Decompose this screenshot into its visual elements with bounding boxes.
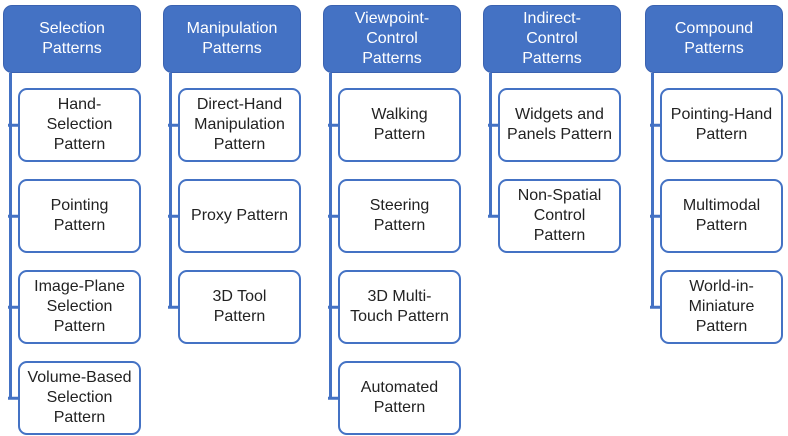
pattern-box: Non-Spatial Control Pattern xyxy=(498,179,621,253)
pattern-label: Non-Spatial Control Pattern xyxy=(517,187,602,244)
pattern-label: Image-Plane Selection Pattern xyxy=(34,278,125,335)
category-header-box: Manipulation Patterns xyxy=(163,5,301,73)
pattern-box: Pointing-Hand Pattern xyxy=(660,88,783,162)
pattern-children-group: Direct-Hand Manipulation Pattern Proxy P… xyxy=(178,73,301,344)
pattern-box: Steering Pattern xyxy=(338,179,461,253)
category-header-box: Indirect- Control Patterns xyxy=(483,5,621,73)
pattern-children-group: Pointing-Hand Pattern Multimodal Pattern… xyxy=(660,73,783,344)
connector-line xyxy=(169,73,172,307)
connector-line xyxy=(9,73,12,398)
pattern-category-column: Viewpoint- Control Patterns Walking Patt… xyxy=(323,0,461,436)
connector-line xyxy=(651,73,654,307)
pattern-label: Automated Pattern xyxy=(360,379,439,416)
pattern-box: Direct-Hand Manipulation Pattern xyxy=(178,88,301,162)
pattern-label: Volume-Based Selection Pattern xyxy=(27,369,132,426)
connector-line xyxy=(329,73,332,398)
category-header-label: Indirect- Control Patterns xyxy=(522,10,582,67)
pattern-label: Steering Pattern xyxy=(369,197,430,234)
pattern-category-column: Indirect- Control Patterns Widgets and P… xyxy=(483,0,621,270)
pattern-label: Walking Pattern xyxy=(371,106,428,143)
pattern-box: Walking Pattern xyxy=(338,88,461,162)
pattern-box: World-in- Miniature Pattern xyxy=(660,270,783,344)
pattern-label: Pointing-Hand Pattern xyxy=(670,106,773,143)
category-header-label: Compound Patterns xyxy=(674,20,754,57)
connector-line xyxy=(489,73,492,216)
category-header-box: Compound Patterns xyxy=(645,5,783,73)
pattern-label: Direct-Hand Manipulation Pattern xyxy=(194,96,285,153)
category-header-box: Viewpoint- Control Patterns xyxy=(323,5,461,73)
category-header-label: Viewpoint- Control Patterns xyxy=(354,10,430,67)
pattern-box: 3D Multi- Touch Pattern xyxy=(338,270,461,344)
pattern-category-column: Manipulation Patterns Direct-Hand Manipu… xyxy=(163,0,301,361)
pattern-box: Proxy Pattern xyxy=(178,179,301,253)
pattern-box: Hand- Selection Pattern xyxy=(18,88,141,162)
pattern-box: Pointing Pattern xyxy=(18,179,141,253)
pattern-box: Widgets and Panels Pattern xyxy=(498,88,621,162)
pattern-children-group: Walking Pattern Steering Pattern 3D Mult… xyxy=(338,73,461,435)
pattern-box: 3D Tool Pattern xyxy=(178,270,301,344)
pattern-label: 3D Multi- Touch Pattern xyxy=(350,288,449,325)
category-header-label: Manipulation Patterns xyxy=(186,20,278,57)
pattern-box: Automated Pattern xyxy=(338,361,461,435)
pattern-label: Hand- Selection Pattern xyxy=(46,96,113,153)
pattern-children-group: Hand- Selection Pattern Pointing Pattern… xyxy=(18,73,141,435)
pattern-category-column: Compound Patterns Pointing-Hand Pattern … xyxy=(645,0,783,361)
pattern-box: Image-Plane Selection Pattern xyxy=(18,270,141,344)
pattern-category-column: Selection Patterns Hand- Selection Patte… xyxy=(3,0,141,436)
pattern-label: Pointing Pattern xyxy=(50,197,109,234)
pattern-box: Multimodal Pattern xyxy=(660,179,783,253)
category-header-box: Selection Patterns xyxy=(3,5,141,73)
pattern-children-group: Widgets and Panels Pattern Non-Spatial C… xyxy=(498,73,621,253)
pattern-label: 3D Tool Pattern xyxy=(212,288,267,325)
pattern-label: Multimodal Pattern xyxy=(682,197,761,234)
pattern-label: Proxy Pattern xyxy=(191,207,288,224)
pattern-box: Volume-Based Selection Pattern xyxy=(18,361,141,435)
pattern-label: Widgets and Panels Pattern xyxy=(507,106,612,143)
category-header-label: Selection Patterns xyxy=(39,20,105,57)
pattern-label: World-in- Miniature Pattern xyxy=(688,278,755,335)
